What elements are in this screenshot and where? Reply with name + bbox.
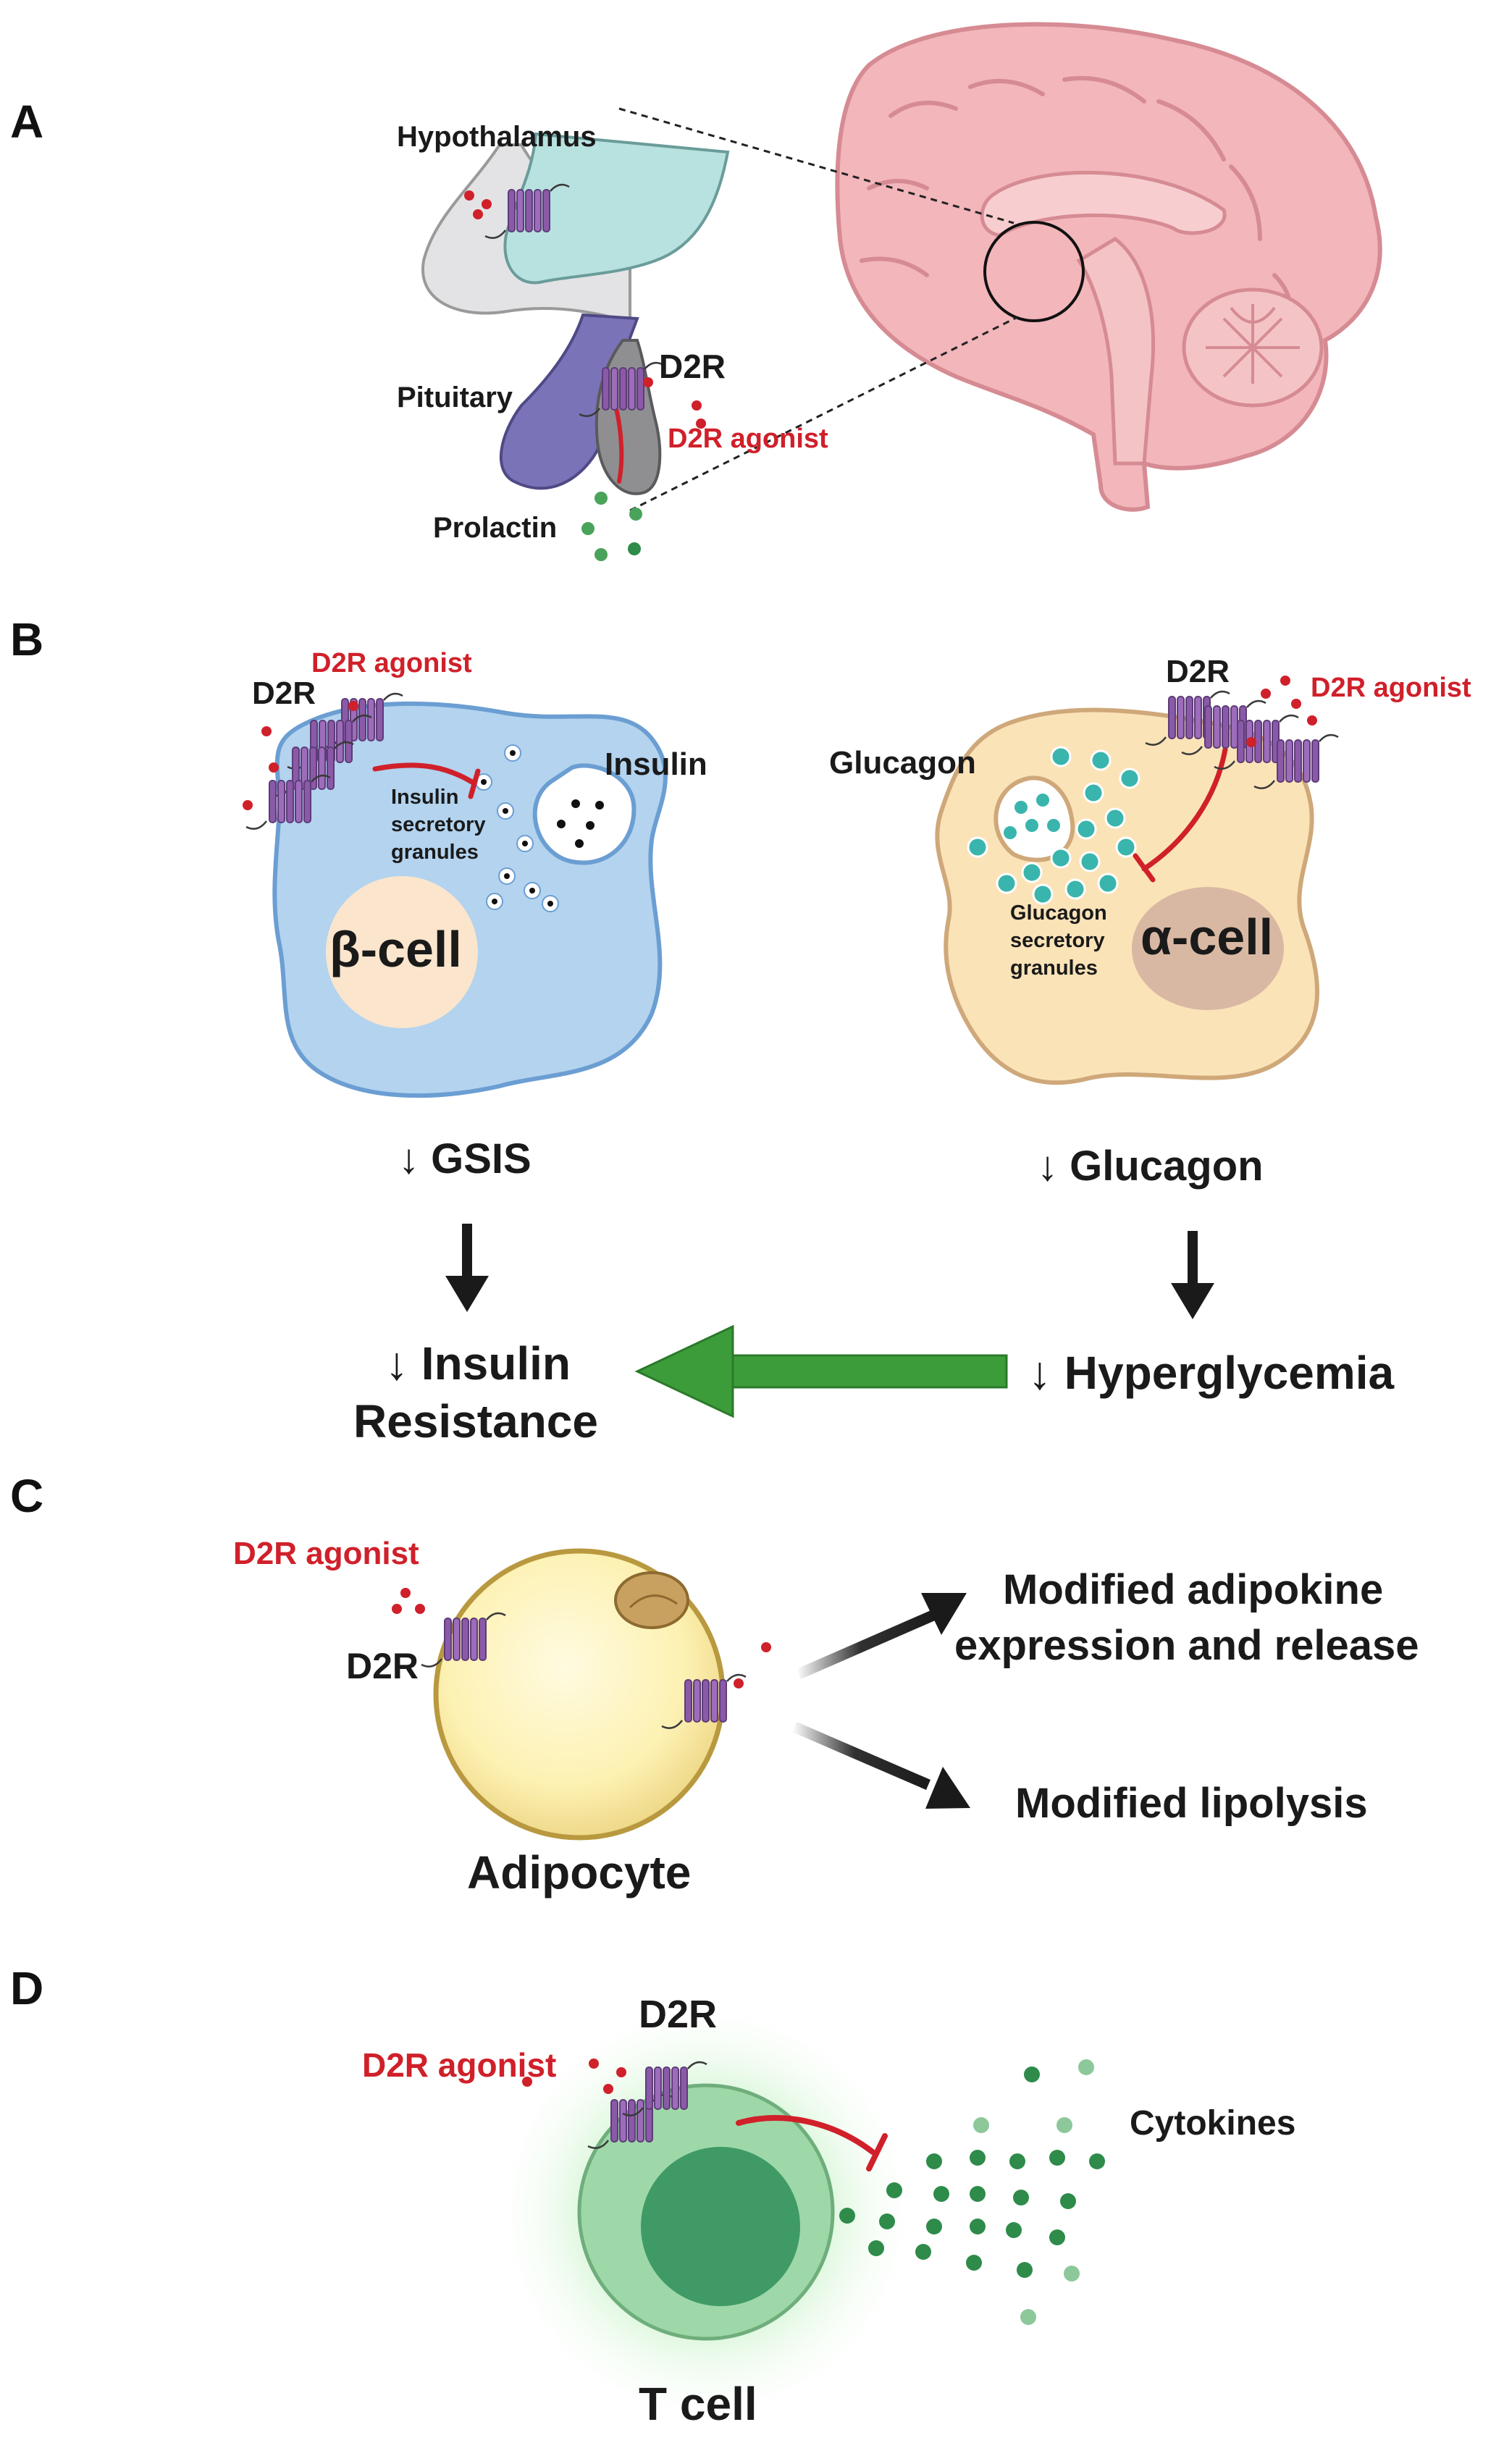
adipokine-label-2: expression and release xyxy=(954,1622,1419,1669)
adipocyte xyxy=(433,1548,726,1841)
prolactin-dots xyxy=(581,492,642,561)
glucagon-granules-label-3: granules xyxy=(1010,956,1098,980)
pituitary-label: Pituitary xyxy=(397,382,513,413)
gsis-down-arrow xyxy=(445,1224,489,1312)
panel-a-letter: A xyxy=(10,96,43,148)
alpha-cell xyxy=(935,707,1319,1085)
alpha-agonist-label: D2R agonist xyxy=(1311,673,1471,703)
beta-agonist-label: D2R agonist xyxy=(311,648,472,678)
zoom-line-top xyxy=(618,107,1014,224)
cytokines-label: Cytokines xyxy=(1130,2104,1295,2143)
lipolysis-arrow xyxy=(792,1722,970,1809)
glucagon-label: Glucagon xyxy=(829,745,976,781)
d2r-label-a: D2R xyxy=(659,348,726,385)
prolactin-label: Prolactin xyxy=(433,512,557,544)
hyperglycemia-label: ↓ Hyperglycemia xyxy=(1028,1347,1395,1399)
glucagon-granules-label-1: Glucagon xyxy=(1010,901,1107,925)
adipokine-label-1: Modified adipokine xyxy=(1003,1566,1383,1613)
t-cell-inhibition-bar xyxy=(866,2133,888,2171)
insulin-label: Insulin xyxy=(605,747,707,782)
insulin-granules-label-2: secretory xyxy=(391,813,486,836)
insulin-granules-label-1: Insulin xyxy=(391,786,458,809)
insulin-resistance-label-2: Resistance xyxy=(353,1395,598,1447)
green-arrow xyxy=(634,1324,1008,1418)
agonist-dots-c xyxy=(392,1588,771,1689)
beta-inhibition-bar xyxy=(468,768,481,799)
beta-cell-label: β-cell xyxy=(329,921,462,977)
insulin-granules xyxy=(475,744,604,912)
d2r-label-d: D2R xyxy=(639,1993,717,2036)
hypothalamus-label: Hypothalamus xyxy=(397,121,597,153)
panel-b-letter: B xyxy=(10,613,43,665)
agonist-dots-a xyxy=(464,190,706,429)
glucagon-granules xyxy=(967,746,1140,905)
beta-inhibition-arrow xyxy=(372,762,477,786)
zoom-line-bottom xyxy=(629,316,1018,512)
agonist-label-a: D2R agonist xyxy=(668,424,828,454)
panel-c-letter: C xyxy=(10,1470,43,1522)
adipokine-arrow xyxy=(797,1593,967,1679)
alpha-d2r-label: D2R xyxy=(1166,654,1230,689)
alpha-inhibition-arrow xyxy=(1141,747,1228,872)
alpha-inhibition-bar xyxy=(1133,853,1156,883)
panel-d-letter: D xyxy=(10,1962,43,2014)
agonist-dots-alpha xyxy=(1246,676,1317,747)
brain-illustration xyxy=(835,22,1382,512)
glucagon-down-arrow xyxy=(1171,1231,1214,1319)
agonist-dots-beta xyxy=(243,701,358,810)
insulin-granules-label-3: granules xyxy=(391,841,479,864)
agonist-label-c: D2R agonist xyxy=(233,1536,419,1571)
beta-d2r-label: D2R xyxy=(252,676,316,711)
cytokine-dots xyxy=(839,2059,1105,2325)
insulin-resistance-label-1: ↓ Insulin xyxy=(385,1337,571,1389)
hypothalamus-pituitary-illustration xyxy=(421,132,730,495)
adipocyte-label: Adipocyte xyxy=(467,1846,691,1899)
beta-cell xyxy=(272,701,668,1098)
gsis-label: ↓ GSIS xyxy=(398,1135,532,1182)
zoom-circle xyxy=(983,221,1085,322)
t-cell-label: T cell xyxy=(639,2378,757,2430)
lipolysis-label: Modified lipolysis xyxy=(1015,1780,1368,1827)
t-cell-inhibition-arrow xyxy=(736,2115,875,2155)
agonist-dots-d xyxy=(522,2059,626,2094)
glucagon-granules-label-2: secretory xyxy=(1010,929,1105,952)
d2r-label-c: D2R xyxy=(346,1646,419,1686)
glucagon-down-label: ↓ Glucagon xyxy=(1037,1143,1264,1190)
agonist-label-d: D2R agonist xyxy=(362,2046,556,2084)
t-cell xyxy=(489,1995,923,2429)
alpha-cell-label: α-cell xyxy=(1140,909,1273,965)
